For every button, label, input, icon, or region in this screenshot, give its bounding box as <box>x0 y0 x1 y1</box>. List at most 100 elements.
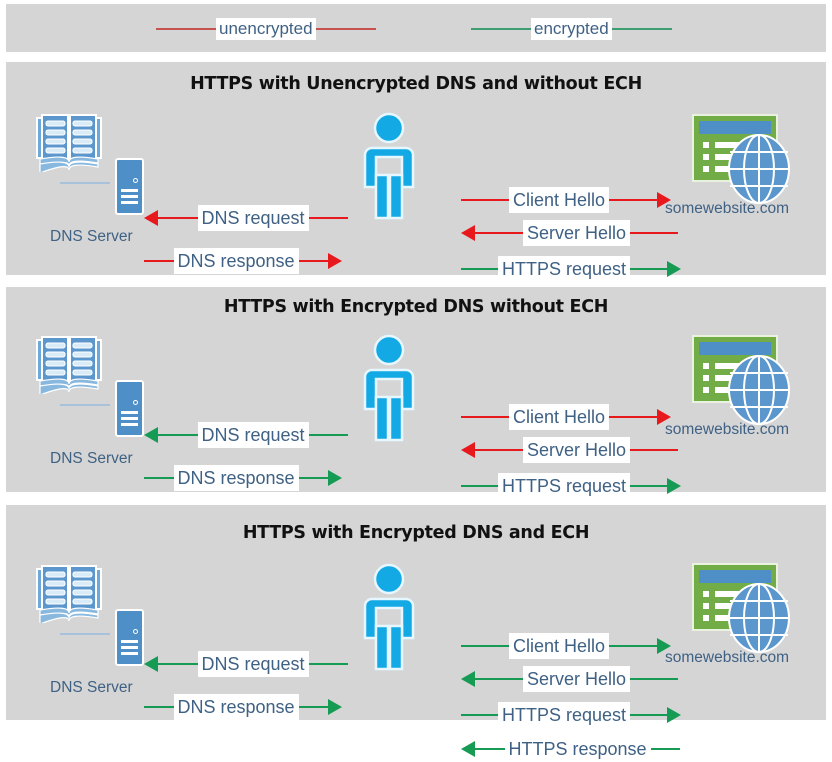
arrow-head-left <box>144 656 158 672</box>
website-label: somewebsite.com <box>665 649 790 666</box>
dns-server-node: DNS Server <box>34 561 164 696</box>
arrow-head-left <box>461 225 475 241</box>
flow-label: HTTPS response <box>504 736 651 762</box>
book-icon <box>34 110 104 174</box>
flow-arrow: DNS request <box>144 651 369 677</box>
flow-arrow: Client Hello <box>461 187 691 213</box>
list-bullet <box>703 375 709 381</box>
flow-arrow: Client Hello <box>461 404 691 430</box>
arrow-head-right <box>657 192 672 208</box>
flow-label: Client Hello <box>509 404 610 430</box>
dns-link-line <box>60 182 110 184</box>
flow-arrow: HTTPS request <box>461 702 691 728</box>
arrow-line <box>158 663 198 665</box>
arrow-head-right <box>667 478 682 494</box>
arrow-head-left <box>144 427 158 443</box>
flow-arrow: Server Hello <box>461 666 691 692</box>
arrow-line <box>308 217 349 219</box>
arrow-line <box>475 748 505 750</box>
arrow-head-left <box>461 442 475 458</box>
book-icon <box>34 561 104 625</box>
arrow-line <box>461 268 498 270</box>
flow-label: Server Hello <box>523 220 631 246</box>
server-bar <box>121 652 138 655</box>
list-bullet <box>703 387 709 393</box>
arrow-line <box>298 260 329 262</box>
arrow-line <box>630 714 668 716</box>
flow-label: Client Hello <box>509 187 610 213</box>
server-bar <box>121 201 138 204</box>
arrow-line <box>144 260 174 262</box>
flow-arrow: HTTPS response <box>461 736 691 762</box>
arrow-line <box>158 434 198 436</box>
server-bar <box>121 640 138 643</box>
browser-titlebar <box>699 342 771 355</box>
arrow-line <box>609 645 658 647</box>
person-icon <box>358 112 420 220</box>
flow-arrow: DNS request <box>144 205 369 231</box>
dns-server-node: DNS Server <box>34 332 164 467</box>
arrow-head-left <box>144 210 158 226</box>
arrow-line <box>461 485 498 487</box>
arrow-line <box>650 748 681 750</box>
arrow-line <box>461 416 509 418</box>
list-bullet <box>703 166 709 172</box>
arrow-head-left <box>461 671 475 687</box>
flow-label: DNS response <box>173 248 299 274</box>
diagram-root: unencrypted encrypted HTTPS with Unencry… <box>6 4 826 762</box>
flow-label: Server Hello <box>523 666 631 692</box>
server-indicator-dot <box>133 178 138 183</box>
panel-title: HTTPS with Encrypted DNS without ECH <box>223 297 609 317</box>
flow-arrow: DNS request <box>144 422 369 448</box>
flow-arrow: DNS response <box>144 694 369 720</box>
arrow-head-right <box>657 638 672 654</box>
flow-label: DNS request <box>197 205 309 231</box>
arrow-head-right <box>328 699 343 715</box>
arrow-line <box>630 268 668 270</box>
arrow-head-right <box>667 707 682 723</box>
server-bar <box>121 411 138 414</box>
list-bullet <box>703 154 709 160</box>
arrow-line <box>630 449 679 451</box>
arrow-line <box>609 199 658 201</box>
legend-item-unencrypted: unencrypted <box>156 16 376 42</box>
flow-arrow: DNS response <box>144 465 369 491</box>
panel-unencrypted-dns-no-ech: HTTPS with Unencrypted DNS and without E… <box>6 62 826 316</box>
arrow-head-right <box>328 253 343 269</box>
flow-label: DNS request <box>197 651 309 677</box>
arrow-line <box>630 678 679 680</box>
list-bullet <box>703 603 709 609</box>
dns-server-node: DNS Server <box>34 110 164 245</box>
flow-arrow: Server Hello <box>461 437 691 463</box>
flow-arrow: DNS response <box>144 248 369 274</box>
list-line <box>715 142 755 148</box>
server-tower-icon <box>115 380 144 437</box>
legend-label-unencrypted: unencrypted <box>216 18 316 40</box>
panel-encrypted-dns-and-ech: HTTPS with Encrypted DNS and ECH <box>6 505 826 762</box>
arrow-line <box>144 477 174 479</box>
legend-item-encrypted: encrypted <box>471 16 672 42</box>
arrow-line <box>461 199 509 201</box>
flow-arrow: HTTPS request <box>461 256 691 282</box>
server-bar <box>121 646 138 649</box>
arrow-head-right <box>667 261 682 277</box>
arrow-line <box>475 232 523 234</box>
arrow-line <box>308 434 349 436</box>
website-node: somewebsite.com <box>665 563 790 666</box>
website-label: somewebsite.com <box>665 200 790 217</box>
server-tower-icon <box>115 609 144 666</box>
arrow-line <box>475 678 523 680</box>
book-icon <box>34 332 104 396</box>
website-node: somewebsite.com <box>665 335 790 438</box>
legend-line-right-encrypted <box>611 28 672 30</box>
legend-panel: unencrypted encrypted <box>6 4 826 52</box>
arrow-line <box>308 663 349 665</box>
arrow-line <box>144 706 174 708</box>
server-bar <box>121 189 138 192</box>
arrow-line <box>475 449 523 451</box>
dns-link-line <box>60 404 110 406</box>
flow-label: DNS response <box>173 465 299 491</box>
person-icon <box>358 334 420 442</box>
arrow-line <box>609 416 658 418</box>
globe-icon <box>728 355 790 425</box>
